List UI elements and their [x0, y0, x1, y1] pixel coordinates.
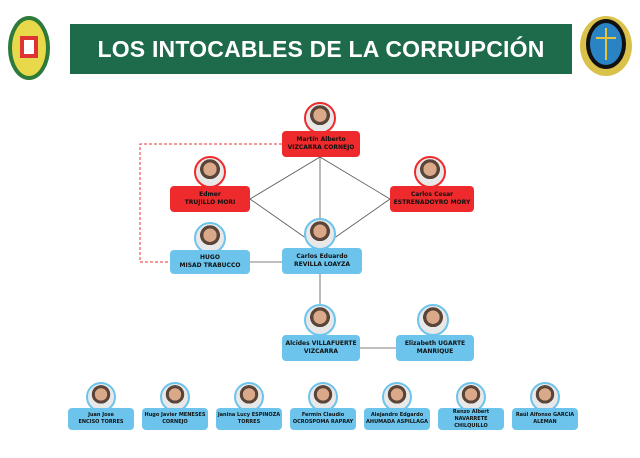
person-node[interactable]: Carlos Eduardo REVILLA LOAYZA	[282, 248, 362, 274]
person-name: Fermin Claudio	[301, 412, 345, 418]
person-node[interactable]: Carlos Cesar ESTRENADOYRO MORY	[390, 186, 474, 212]
person-node[interactable]: Renzo Albert NAVARRETE CHILQUILLO	[438, 408, 504, 430]
justice-emblem-icon	[578, 14, 634, 80]
person-node[interactable]: Alcides VILLAFUERTE VIZCARRA	[282, 335, 360, 361]
police-emblem-icon	[8, 16, 50, 80]
person-node[interactable]: Alejandro Edgardo AHUMADA ASPILLAGA	[364, 408, 430, 430]
person-name: Carlos Cesar	[410, 191, 454, 198]
person-name: Raúl Alfonso GARCIA	[515, 412, 575, 418]
person-node[interactable]: Elizabeth UGARTE MANRIQUE	[396, 335, 474, 361]
person-node[interactable]: Raúl Alfonso GARCIA ALEMAN	[512, 408, 578, 430]
person-surname: CORNEJO	[162, 419, 188, 425]
person-name: Alejandro Edgardo	[370, 412, 424, 418]
person-surname: MANRIQUE	[416, 348, 454, 355]
person-photo	[304, 304, 336, 336]
person-surname: AHUMADA ASPILLAGA	[366, 419, 428, 425]
person-name: Carlos Eduardo	[296, 253, 348, 260]
person-node[interactable]: Janina Lucy ESPINOZA TORRES	[216, 408, 282, 430]
person-name: Elizabeth UGARTE	[404, 340, 466, 347]
person-photo	[194, 222, 226, 254]
person-node[interactable]: Martín Alberto VIZCARRA CORNEJO	[282, 131, 360, 157]
person-surname: OCROSPOMA RAPRAY	[292, 419, 354, 425]
person-node[interactable]: Fermin Claudio OCROSPOMA RAPRAY	[290, 408, 356, 430]
person-name: Martín Alberto	[296, 136, 346, 143]
person-name: Edmer	[199, 191, 221, 198]
person-surname: ENCISO TORRES	[78, 419, 124, 425]
person-node[interactable]: HUGO MISAD TRABUCCO	[170, 250, 250, 274]
person-surname: VIZCARRA CORNEJO	[287, 144, 355, 151]
person-photo	[417, 304, 449, 336]
person-surname: TRUJILLO MORI	[184, 199, 236, 206]
person-surname: CHILQUILLO	[454, 422, 488, 429]
person-node[interactable]: Hugo Javier MENESES CORNEJO	[142, 408, 208, 430]
person-surname: TORRES	[237, 419, 261, 425]
person-photo	[304, 218, 336, 250]
page-title: LOS INTOCABLES DE LA CORRUPCIÓN	[97, 35, 545, 62]
person-name: Renzo Albert NAVARRETE	[452, 408, 490, 422]
person-photo	[308, 382, 338, 412]
person-surname: ALEMAN	[533, 419, 557, 425]
person-photo	[304, 102, 336, 134]
person-surname: VIZCARRA	[303, 348, 339, 355]
person-surname: REVILLA LOAYZA	[294, 261, 350, 268]
title-banner: LOS INTOCABLES DE LA CORRUPCIÓN	[70, 24, 572, 74]
person-photo	[194, 156, 226, 188]
person-node[interactable]: Edmer TRUJILLO MORI	[170, 186, 250, 212]
person-surname: ESTRENADOYRO MORY	[393, 199, 471, 206]
person-node[interactable]: Juan Jose ENCISO TORRES	[68, 408, 134, 430]
person-name: HUGO	[200, 254, 220, 261]
person-name: Juan Jose	[88, 412, 114, 418]
person-surname: MISAD TRABUCCO	[179, 262, 241, 269]
person-photo	[86, 382, 116, 412]
person-name: Alcides VILLAFUERTE	[285, 340, 357, 347]
person-name: Hugo Javier MENESES	[144, 412, 206, 418]
person-name: Janina Lucy ESPINOZA	[217, 412, 281, 418]
person-photo	[414, 156, 446, 188]
